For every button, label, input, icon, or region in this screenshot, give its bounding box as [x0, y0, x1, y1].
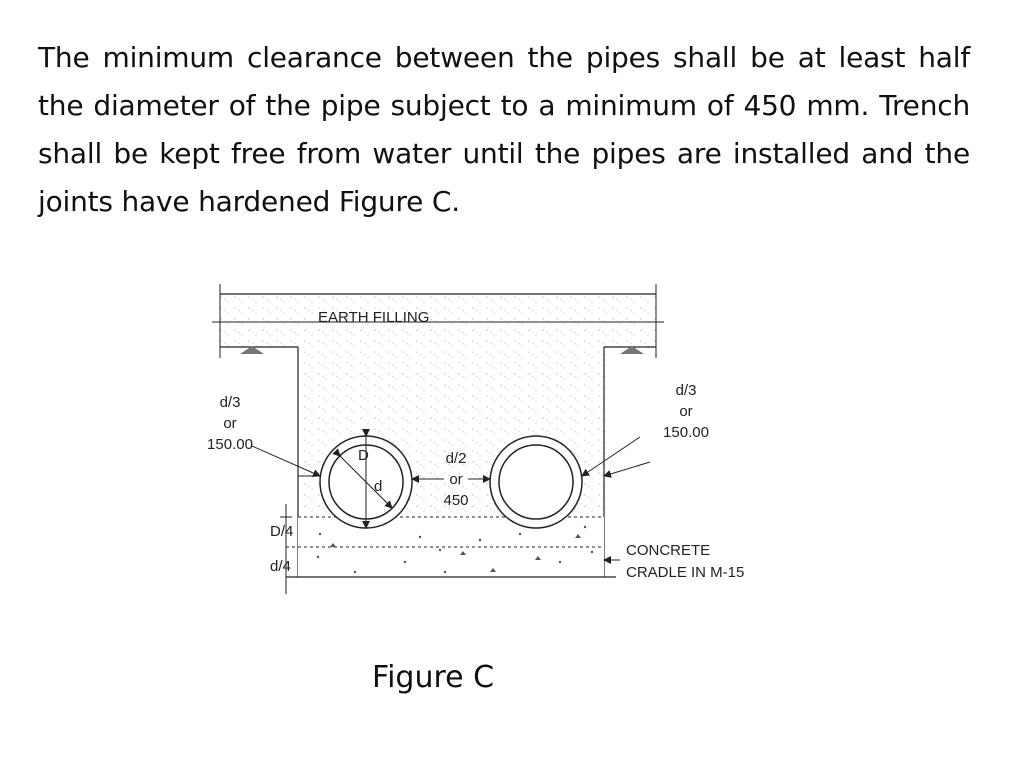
right-clear-leader	[581, 436, 641, 477]
d4-outer-label: D/4	[270, 523, 294, 540]
pipe-right-inner	[498, 444, 574, 520]
concrete-cradle-label: CONCRETE CRADLE IN M-15	[626, 542, 745, 581]
inner-diameter-label: d	[374, 478, 383, 495]
level-marker-right	[620, 346, 644, 354]
inner-diameter-dim	[332, 448, 393, 509]
figure-caption: Figure C	[372, 660, 495, 695]
earth-filling-label: EARTH FILLING	[318, 309, 430, 326]
d4-inner-label: d/4	[270, 558, 291, 575]
body-paragraph: The minimum clearance between the pipes …	[38, 41, 970, 218]
pipe-gap-label: d/2 or 450	[443, 450, 469, 509]
trench-figure: EARTH FILLING d/3 or 150.00 d/3 or 150.0…	[190, 272, 790, 612]
trench-diagram	[212, 284, 664, 594]
left-clearance-label: d/3 or 150.00	[207, 394, 253, 453]
level-marker-left	[240, 346, 264, 354]
outer-diameter-label: D	[358, 447, 369, 464]
right-clearance-label: d/3 or 150.00	[663, 382, 709, 441]
left-clear-leader	[251, 445, 321, 477]
ground-fill	[220, 294, 656, 348]
